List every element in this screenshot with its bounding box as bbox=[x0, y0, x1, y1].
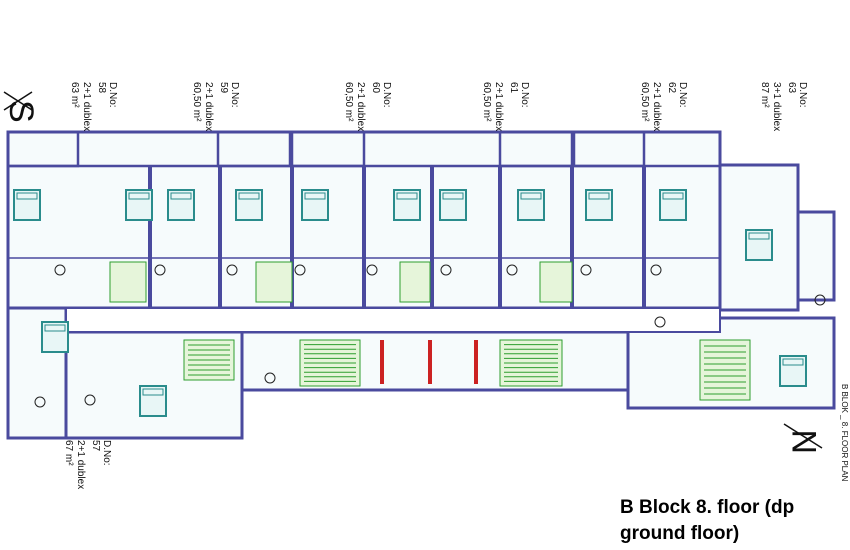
north-letter-bottom: N bbox=[786, 429, 824, 454]
fixture-icon bbox=[264, 372, 276, 384]
caption-line-1: B Block 8. floor (dp bbox=[620, 497, 795, 518]
unit-type: 3+1 dublex bbox=[771, 82, 782, 131]
north-arrow-bottom: N bbox=[783, 423, 824, 454]
bed bbox=[125, 189, 153, 221]
unit-area: 60,50 m² bbox=[481, 82, 492, 122]
unit-number: 63 bbox=[786, 82, 797, 94]
unit-number: 62 bbox=[666, 82, 677, 94]
bed bbox=[439, 189, 467, 221]
unit-number: 59 bbox=[218, 82, 229, 94]
fixture-icon bbox=[294, 264, 306, 276]
fire-walls bbox=[380, 340, 478, 384]
bed bbox=[585, 189, 613, 221]
bed bbox=[517, 189, 545, 221]
plan-caption: B Block 8. floor (dp ground floor) bbox=[620, 495, 845, 547]
room-markers bbox=[34, 264, 826, 408]
unit-area: 87 m² bbox=[759, 82, 770, 108]
fixture-icon bbox=[54, 264, 66, 276]
unit-area: 60,50 m² bbox=[639, 82, 650, 122]
bed bbox=[41, 321, 69, 353]
fixture-icon bbox=[814, 294, 826, 306]
north-arrow-top: S bbox=[2, 91, 40, 123]
unit-label: D.No: bbox=[677, 82, 688, 108]
plan-title: B BLOK _ 8. FLOOR PLAN bbox=[840, 384, 849, 482]
unit-label: D.No: bbox=[519, 82, 530, 108]
beds bbox=[13, 189, 807, 417]
unit-type: 2+1 dublex bbox=[81, 82, 92, 131]
unit-label: D.No: bbox=[381, 82, 392, 108]
fixture-icon bbox=[440, 264, 452, 276]
unit-area: 63 m² bbox=[69, 82, 80, 108]
fixture-icon bbox=[506, 264, 518, 276]
bed bbox=[779, 355, 807, 387]
unit-number: 57 bbox=[90, 440, 101, 452]
fixture-icon bbox=[366, 264, 378, 276]
unit-label: D.No: bbox=[229, 82, 240, 108]
bed bbox=[167, 189, 195, 221]
bed bbox=[745, 229, 773, 261]
stair-treads bbox=[188, 344, 746, 395]
unit-number: 60 bbox=[370, 82, 381, 94]
unit-type: 2+1 dublex bbox=[493, 82, 504, 131]
unit-number: 61 bbox=[508, 82, 519, 94]
unit-type: 2+1 dublex bbox=[651, 82, 662, 131]
unit-type: 2+1 dublex bbox=[203, 82, 214, 131]
fixture-icon bbox=[650, 264, 662, 276]
fixture-icon bbox=[34, 396, 46, 408]
unit-label: D.No: bbox=[107, 82, 118, 108]
unit-number: 58 bbox=[96, 82, 107, 94]
fixture-icon bbox=[226, 264, 238, 276]
bed bbox=[301, 189, 329, 221]
caption-line-2: ground floor) bbox=[620, 523, 740, 544]
unit-area: 60,50 m² bbox=[191, 82, 202, 122]
fixture-icon bbox=[580, 264, 592, 276]
unit-type: 2+1 dublex bbox=[75, 440, 86, 489]
unit-area: 60,50 m² bbox=[343, 82, 354, 122]
unit-area: 67 m² bbox=[63, 440, 74, 466]
bed bbox=[13, 189, 41, 221]
bed bbox=[393, 189, 421, 221]
bed bbox=[139, 385, 167, 417]
fixture-icon bbox=[654, 316, 666, 328]
unit-type: 2+1 dublex bbox=[355, 82, 366, 131]
fixture-icon bbox=[154, 264, 166, 276]
bed bbox=[235, 189, 263, 221]
unit-label: D.No: bbox=[101, 440, 112, 466]
fixture-icon bbox=[84, 394, 96, 406]
unit-label: D.No: bbox=[797, 82, 808, 108]
bed bbox=[659, 189, 687, 221]
